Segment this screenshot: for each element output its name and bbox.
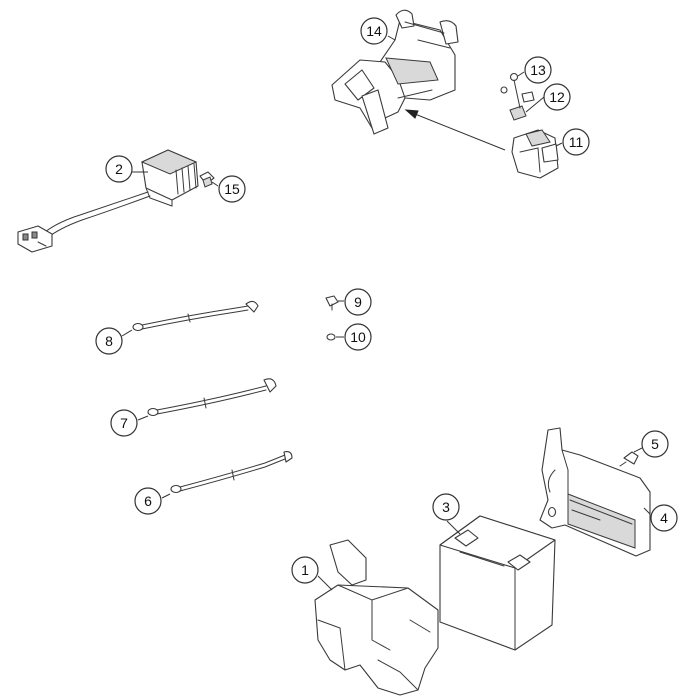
callout-9-label: 9 [354, 294, 362, 310]
callout-10-label: 10 [350, 329, 366, 345]
callout-3: 3 [432, 493, 460, 521]
callout-5-label: 5 [651, 436, 659, 452]
callout-6: 6 [134, 487, 162, 515]
callout-11-label: 11 [569, 134, 584, 150]
part-7-cable [147, 378, 277, 417]
callout-9: 9 [344, 288, 372, 316]
part-1-battery-box [314, 539, 439, 696]
part-12-fuse [509, 105, 527, 121]
callout-4: 4 [650, 504, 678, 532]
callout-13-label: 13 [530, 62, 546, 78]
callout-8: 8 [95, 327, 123, 355]
callout-1: 1 [291, 556, 319, 584]
part-8-cable [132, 300, 259, 332]
callout-2: 2 [105, 155, 133, 183]
callout-13: 13 [524, 56, 552, 84]
leader-lines [121, 35, 651, 591]
callout-12: 12 [543, 83, 571, 111]
callout-2-label: 2 [115, 161, 123, 177]
callout-1-label: 1 [301, 562, 309, 578]
callout-4-label: 4 [660, 510, 668, 526]
part-13-small-parts [500, 72, 535, 109]
callout-8-label: 8 [105, 333, 113, 349]
callout-15: 15 [218, 175, 246, 203]
part-10-washer [326, 333, 336, 341]
callout-15-label: 15 [224, 181, 240, 197]
assembly-arrow [404, 109, 506, 151]
part-14-holder [331, 9, 459, 135]
callout-7: 7 [110, 409, 138, 437]
part-9-bolt [325, 295, 339, 311]
callout-14-label: 14 [366, 23, 382, 39]
part-2-regulator [17, 149, 199, 253]
callout-7-label: 7 [120, 415, 128, 431]
part-4-bracket [539, 427, 651, 557]
part-11-relay [511, 129, 559, 179]
callout-3-label: 3 [442, 499, 450, 515]
part-15-bolt [199, 171, 215, 188]
callout-11: 11 [562, 128, 590, 156]
callout-5: 5 [641, 430, 669, 458]
part-3-battery [439, 515, 556, 651]
callout-6-label: 6 [144, 493, 152, 509]
callout-14: 14 [360, 17, 388, 45]
callout-12-label: 12 [549, 89, 565, 105]
callout-10: 10 [344, 323, 372, 351]
part-6-cable [170, 451, 293, 494]
part-5-screw [619, 451, 639, 467]
